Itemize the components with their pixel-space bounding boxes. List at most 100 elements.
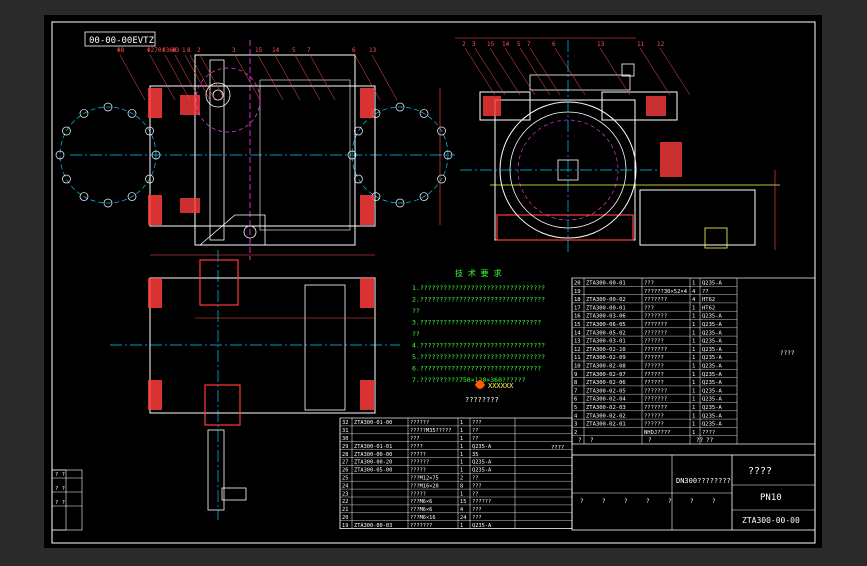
bom-cell-qty: 1	[460, 523, 463, 529]
tech-note-line: 4.????????????????????????????????	[412, 342, 545, 350]
bom-cell-no: 2	[574, 430, 577, 436]
bom-cell-no: 31	[342, 428, 348, 434]
tech-note-line: 6.???????????????????????????????	[412, 365, 541, 373]
leader-line	[294, 54, 321, 101]
plan-flange-2	[148, 380, 162, 410]
bom-cell-qty: 8	[460, 483, 463, 489]
bom-cell-no: 30	[342, 436, 348, 442]
plan-gearbox-top	[199, 259, 239, 306]
plan-body	[149, 277, 376, 414]
chamber-inner	[259, 79, 351, 231]
bom-cell-material: ??	[702, 289, 709, 295]
bom-cell-name: ??????	[410, 420, 429, 426]
crank-pin	[212, 89, 224, 101]
bom-cell-qty: 1	[460, 420, 463, 426]
part-number-label: 13	[597, 41, 605, 48]
bom-cell-code: ZTA300-05-02	[586, 330, 626, 336]
bolt-hole	[354, 126, 363, 136]
bom-cell-name: ???????	[644, 397, 667, 403]
bom-cell-qty: 1	[460, 491, 463, 497]
bolt-circle-right	[351, 106, 449, 204]
leader-line	[174, 54, 201, 101]
bom-cell-material: Q235-A	[702, 388, 723, 394]
bom-cell-material: Q235-A	[472, 460, 492, 466]
bom-left-side-note: ????	[551, 445, 564, 451]
leader-line	[184, 54, 211, 101]
right-flange-bottom	[360, 195, 374, 225]
leader-line	[309, 54, 336, 101]
code-row-cell: ?	[712, 498, 716, 505]
bom-cell-material: Q235-A	[702, 314, 723, 320]
bom-cell-no: 20	[574, 281, 581, 287]
bom-cell-qty: 1	[692, 355, 695, 361]
bom-cell-material: Q235-A	[702, 347, 723, 353]
hinge-pin	[243, 225, 257, 239]
plan-handle	[221, 487, 247, 501]
leader-line	[554, 47, 586, 96]
bom-cell-no: 19	[574, 289, 581, 295]
leader-line	[149, 54, 176, 101]
bom-cell-material: Q235-A	[702, 355, 723, 361]
bom-cell-no: 24	[342, 483, 348, 489]
bom-cell-material: ??	[472, 428, 478, 434]
bom-cell-material: ??	[472, 436, 478, 442]
bom-cell-no: 9	[574, 372, 577, 378]
leader-line	[354, 54, 381, 101]
part-number-label: 6	[552, 41, 556, 48]
right-flange-top	[360, 88, 374, 118]
bom-cell-qty: 1	[692, 372, 695, 378]
leader-line	[599, 47, 631, 96]
bom-cell-no: 4	[574, 413, 578, 419]
bom-cell-no: 12	[574, 347, 581, 353]
bom-cell-material: ???	[472, 420, 482, 426]
bom-cell-code: ZTA300-00-03	[354, 523, 392, 529]
bom-cell-name: ???????	[644, 314, 667, 320]
hinge-lug	[198, 214, 266, 246]
bom-cell-qty: 4	[692, 289, 696, 295]
bom-cell-no: 23	[342, 491, 348, 497]
bom-cell-material: ??????	[472, 499, 491, 505]
bom-cell-code: ZTA300-06-05	[586, 322, 626, 328]
bom-cell-name: ???M6×6	[410, 499, 432, 505]
motor-coupling	[660, 142, 682, 177]
bom-cell-material: Q235-A	[702, 281, 723, 287]
drawing-spec: PN10	[760, 493, 782, 503]
bom-cell-name: ??????30×52×4	[644, 289, 688, 295]
bom-cell-qty: 1	[460, 428, 463, 434]
bom-cell-qty: 1	[460, 460, 463, 466]
bom-cell-qty: 1	[692, 422, 695, 428]
bolt-hole	[62, 174, 71, 184]
part-number-label: 11	[637, 41, 645, 48]
bom-cell-no: 22	[342, 499, 348, 505]
bom-cell-name: ????	[410, 444, 423, 450]
bom-cell-code: ZTA300-02-01	[586, 422, 626, 428]
bom-cell-no: 5	[574, 405, 577, 411]
bom-cell-code: ZTA300-02-10	[586, 347, 626, 353]
bom-cell-material: Q235-A	[472, 468, 492, 474]
bom-cell-material: Q235-A	[702, 413, 723, 419]
bom-cell-qty: 1	[692, 380, 695, 386]
bom-cell-name: ??????	[644, 413, 664, 419]
left-cylinder	[479, 91, 531, 121]
leader-line	[504, 47, 536, 96]
bom-cell-qty: 1	[460, 444, 463, 450]
bom-cell-code: ZTA300-02-03	[586, 405, 626, 411]
bom-cell-code: ZTA300-03-06	[586, 314, 626, 320]
bom-cell-name: ???????	[644, 330, 667, 336]
bom-cell-no: 20	[342, 515, 348, 521]
part-number-label: 2	[197, 47, 201, 54]
bom-cell-no: 14	[574, 330, 581, 336]
bom-cell-no: 29	[342, 444, 348, 450]
bom-cell-name: ???	[410, 436, 420, 442]
bom-cell-qty: 1	[692, 430, 695, 436]
bom-cell-name: ???	[644, 281, 654, 287]
bom-cell-material: ???	[472, 483, 482, 489]
bom-cell-name: ??????	[644, 339, 664, 345]
bom-cell-material: Q235-A	[702, 422, 723, 428]
logo-flame-icon	[475, 380, 485, 389]
side-base-frame	[496, 214, 634, 241]
bom-cell-name: ???????	[644, 388, 667, 394]
bom-cell-material: Q235-A	[702, 339, 723, 345]
